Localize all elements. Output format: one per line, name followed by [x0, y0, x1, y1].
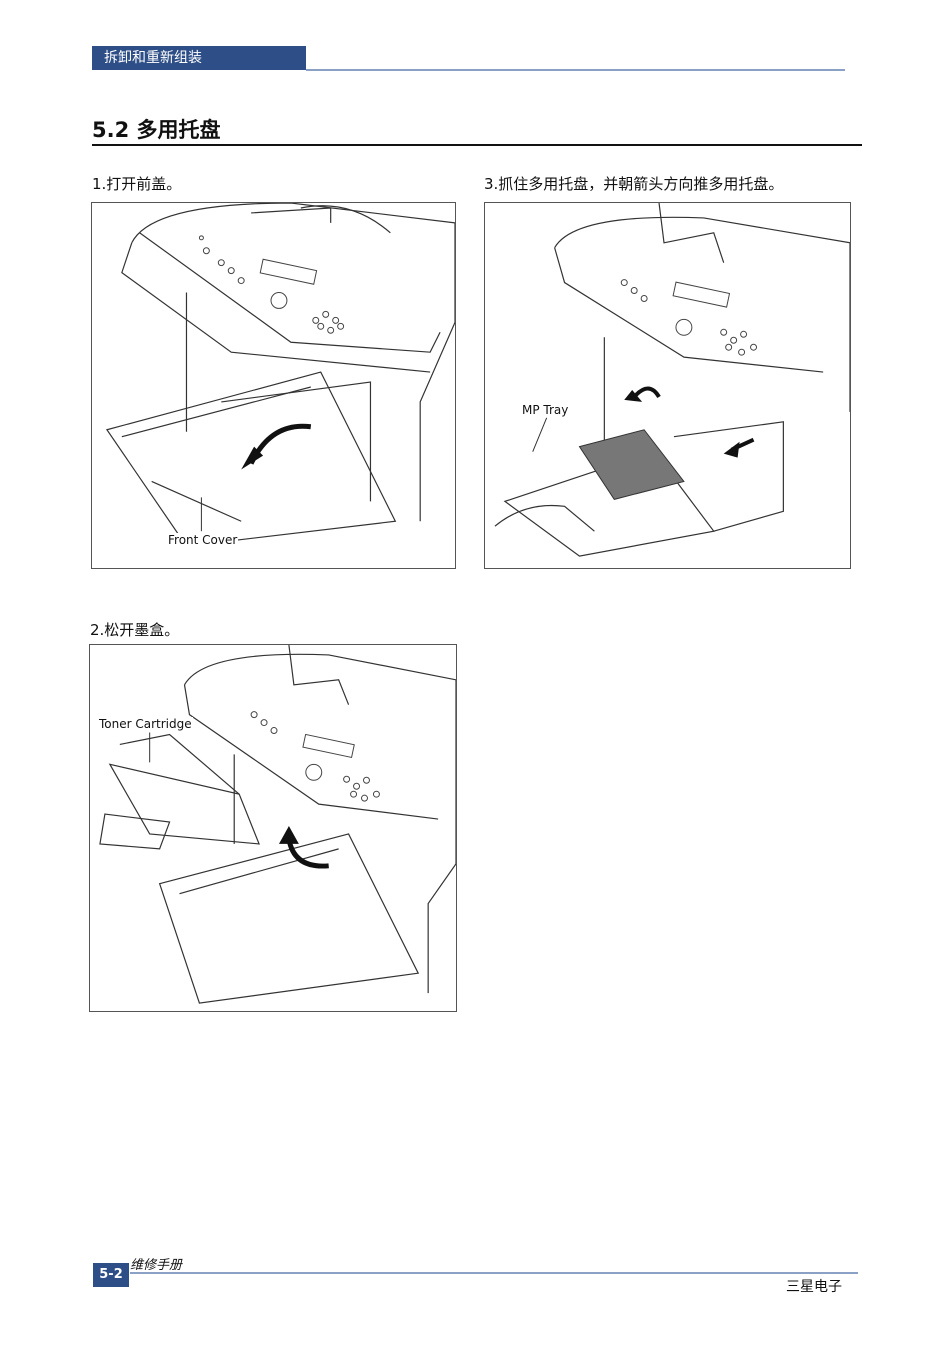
- printer-mp-tray-illustration: [494, 203, 850, 557]
- step-1-caption: 1.打开前盖。: [92, 175, 182, 193]
- toner-cartridge-label: Toner Cartridge: [98, 717, 193, 731]
- step-2-caption: 2.松开墨盒。: [90, 621, 180, 639]
- front-cover-label: Front Cover: [167, 533, 239, 547]
- page-number: 5-2: [93, 1263, 129, 1287]
- chapter-tab: 拆卸和重新组装: [92, 46, 306, 70]
- printer-toner-illustration: [99, 645, 456, 1004]
- header-rule: [306, 69, 845, 71]
- section-rule: [92, 144, 862, 146]
- figure-release-toner: Toner Cartridge: [89, 644, 457, 1012]
- mp-tray-label: MP Tray: [521, 403, 570, 417]
- footer-company: 三星电子: [786, 1279, 842, 1295]
- section-title: 5.2 多用托盘: [92, 118, 221, 142]
- footer-manual-title: 维修手册: [130, 1258, 183, 1273]
- printer-front-cover-illustration: [105, 203, 455, 547]
- figure-push-mp-tray: MP Tray: [484, 202, 851, 569]
- footer-rule: [130, 1272, 858, 1274]
- step-3-caption: 3.抓住多用托盘，并朝箭头方向推多用托盘。: [484, 175, 784, 193]
- figure-open-front-cover: Front Cover: [91, 202, 456, 569]
